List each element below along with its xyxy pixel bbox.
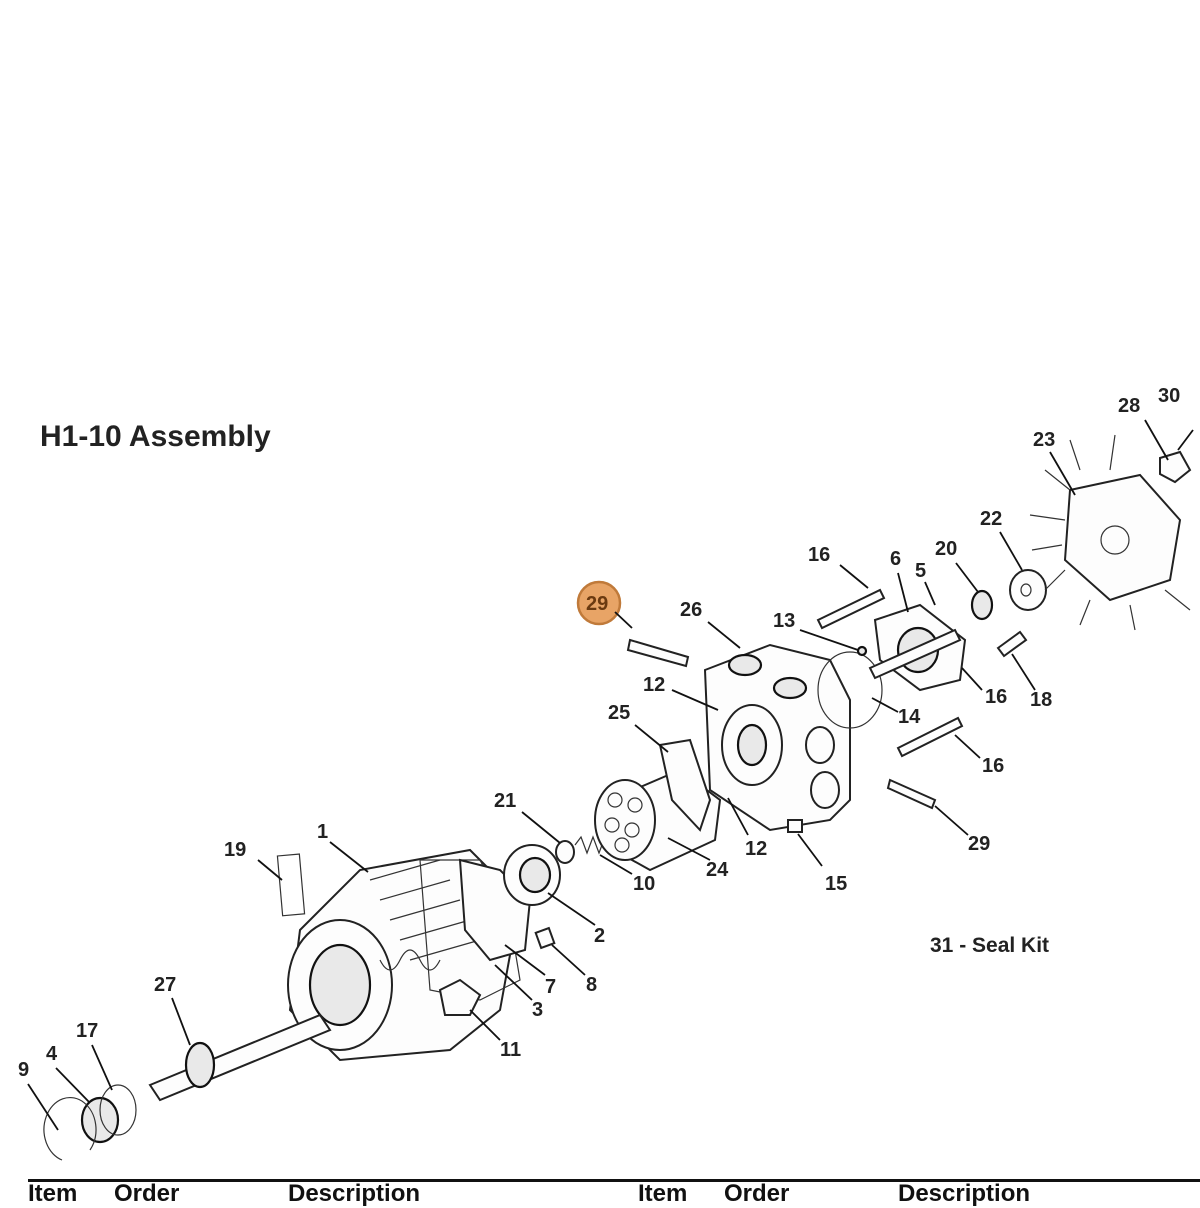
svg-text:19: 19: [224, 839, 246, 861]
o-ring-part[interactable]: [555, 840, 575, 864]
callout-5[interactable]: 5: [915, 560, 936, 606]
svg-text:22: 22: [980, 508, 1002, 530]
snap-ring-part[interactable]: [43, 1097, 97, 1161]
svg-text:24: 24: [706, 859, 729, 881]
fan-nut-part[interactable]: [1159, 450, 1192, 484]
trunnion-part[interactable]: [438, 978, 482, 1016]
callout-15[interactable]: 14: [871, 697, 921, 728]
svg-text:13: 13: [773, 610, 795, 632]
col-header-order-left: Order: [114, 1180, 180, 1207]
callout-28[interactable]: 28: [1118, 395, 1169, 461]
col-header-item-right: Item: [638, 1180, 688, 1207]
callout-29-top[interactable]: 29: [586, 593, 633, 629]
svg-text:14: 14: [898, 706, 921, 728]
svg-text:10: 10: [633, 873, 655, 895]
diagram-title: H1-10 Assembly: [40, 420, 271, 453]
svg-text:29: 29: [968, 833, 990, 855]
svg-text:29: 29: [586, 593, 608, 615]
svg-text:6: 6: [890, 548, 901, 570]
svg-text:5: 5: [915, 560, 926, 582]
callout-30[interactable]: 30: [1158, 385, 1194, 451]
callout-8[interactable]: 8: [551, 944, 597, 996]
callout-16-top[interactable]: 16: [808, 544, 869, 589]
pin-part[interactable]: [856, 645, 868, 657]
exploded-parts-diagram: 29 30 28 23 22 20 16 6 5 26 13 16 18 12 …: [18, 385, 1194, 1161]
svg-text:27: 27: [154, 974, 176, 996]
svg-text:21: 21: [494, 790, 516, 812]
svg-text:28: 28: [1118, 395, 1140, 417]
callout-1[interactable]: 1: [317, 821, 369, 873]
callout-13[interactable]: 13: [773, 610, 859, 651]
callout-24[interactable]: 24: [667, 837, 729, 881]
callout-highlight[interactable]: [576, 580, 622, 626]
callout-10[interactable]: 10: [599, 854, 655, 895]
svg-text:25: 25: [608, 702, 630, 724]
shaft-seal-part[interactable]: [99, 1084, 137, 1136]
svg-text:16: 16: [982, 755, 1004, 777]
callout-16-mid[interactable]: 16: [961, 667, 1007, 708]
label-part[interactable]: [276, 853, 306, 917]
washer-part[interactable]: [1009, 569, 1047, 611]
bolt-parts[interactable]: [626, 588, 1028, 810]
callout-11[interactable]: 11: [469, 1009, 521, 1061]
col-header-item-left: Item: [28, 1180, 78, 1207]
svg-text:2: 2: [594, 925, 605, 947]
svg-text:23: 23: [1033, 429, 1055, 451]
callout-14[interactable]: 15: [797, 833, 847, 895]
svg-text:4: 4: [46, 1043, 58, 1065]
callout-25[interactable]: 25: [608, 702, 669, 753]
o-ring-large-part[interactable]: [817, 651, 883, 729]
callout-16-low[interactable]: 16: [954, 734, 1004, 777]
col-header-description-left: Description: [288, 1180, 421, 1207]
slider-block-part[interactable]: [534, 926, 556, 950]
callout-22[interactable]: 22: [980, 508, 1023, 571]
svg-text:20: 20: [935, 538, 957, 560]
callout-12-low[interactable]: 12: [727, 797, 767, 860]
callout-7[interactable]: 7: [504, 944, 556, 998]
callout-29-low[interactable]: 29: [934, 805, 990, 855]
callout-18[interactable]: 18: [1011, 653, 1052, 711]
svg-text:11: 11: [500, 1039, 521, 1061]
svg-text:30: 30: [1158, 385, 1180, 407]
svg-text:12: 12: [643, 674, 665, 696]
svg-text:18: 18: [1030, 689, 1052, 711]
col-header-description-right: Description: [898, 1180, 1031, 1207]
callout-26[interactable]: 26: [680, 599, 741, 649]
svg-text:26: 26: [680, 599, 702, 621]
end-cap-part[interactable]: [703, 643, 851, 833]
svg-text:1: 1: [317, 821, 328, 843]
bearing-part[interactable]: [970, 589, 994, 621]
callout-21[interactable]: 21: [494, 790, 561, 844]
callout-23[interactable]: 23: [1033, 429, 1076, 496]
seal-part[interactable]: [503, 844, 561, 906]
table-top-rule: [28, 1179, 1200, 1182]
seal-kit-note: 31 - Seal Kit: [930, 934, 1050, 957]
callout-20[interactable]: 20: [935, 538, 979, 593]
col-header-order-right: Order: [724, 1180, 790, 1207]
svg-text:16: 16: [985, 686, 1007, 708]
callout-12-top[interactable]: 12: [643, 674, 719, 711]
callout-17[interactable]: 17: [76, 1020, 113, 1091]
callout-19[interactable]: 19: [224, 839, 283, 881]
svg-text:17: 17: [76, 1020, 98, 1042]
svg-text:15: 15: [825, 873, 847, 895]
input-shaft-part[interactable]: [148, 1013, 332, 1102]
callout-9[interactable]: 9: [18, 1059, 59, 1131]
callout-3[interactable]: 3: [494, 964, 543, 1021]
callout-6[interactable]: 6: [890, 548, 909, 613]
callout-4[interactable]: 4: [46, 1043, 91, 1104]
svg-text:12: 12: [745, 838, 767, 860]
svg-text:16: 16: [808, 544, 830, 566]
valve-plate-part[interactable]: [658, 738, 712, 832]
callout-2[interactable]: 2: [547, 892, 605, 947]
cooling-fan-part[interactable]: [1029, 434, 1191, 631]
svg-text:3: 3: [532, 999, 543, 1021]
svg-text:9: 9: [18, 1059, 29, 1081]
svg-text:8: 8: [586, 974, 597, 996]
callout-27[interactable]: 27: [154, 974, 191, 1046]
gasket-part[interactable]: [419, 859, 521, 1001]
svg-text:7: 7: [545, 976, 556, 998]
